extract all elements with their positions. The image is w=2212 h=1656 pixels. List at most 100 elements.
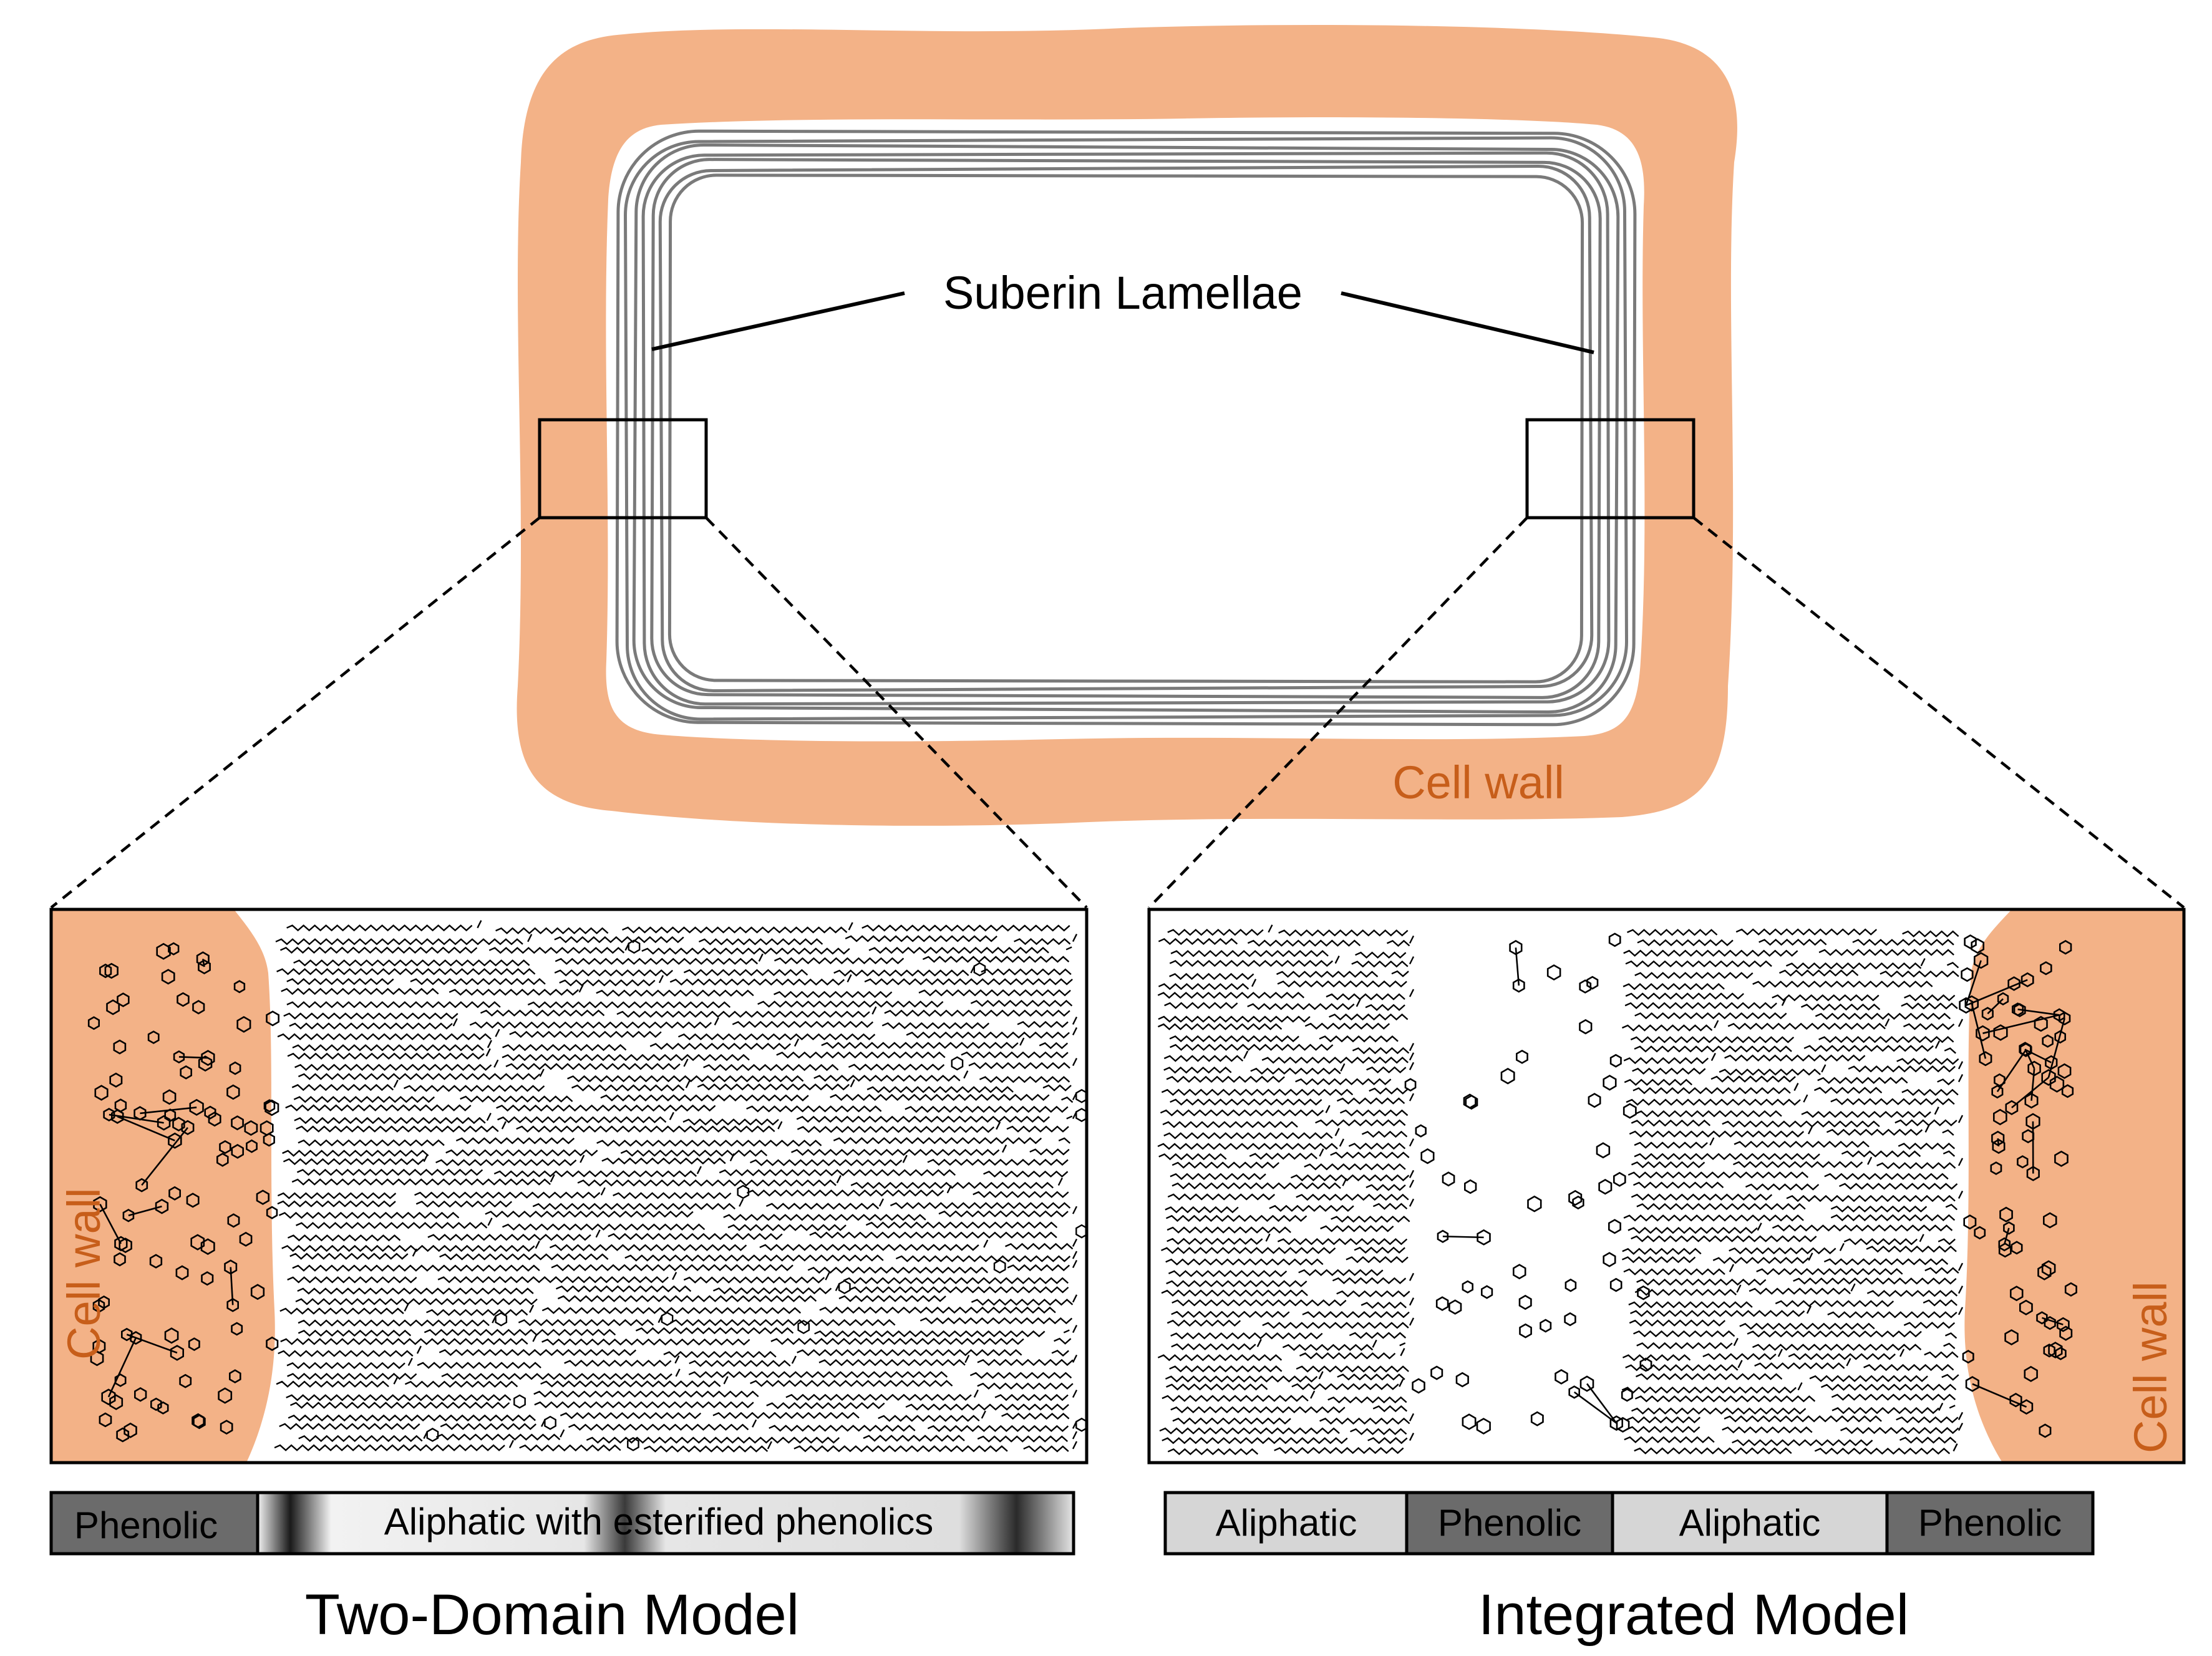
phenolic-ring (263, 1133, 275, 1147)
aliphatic-chain (1006, 1125, 1069, 1133)
esterified-phenolic-ring (544, 1415, 556, 1430)
ester-link (1072, 1389, 1078, 1398)
aliphatic-chain (1727, 1022, 1886, 1030)
phenolic-ring (2057, 1317, 2070, 1332)
ester-link (1409, 989, 1415, 997)
phenolic-ring (1477, 1229, 1491, 1246)
phenolic-ring (1965, 1376, 1979, 1392)
phenolic-ring (1603, 1075, 1617, 1091)
aliphatic-chain (1632, 1067, 1706, 1075)
ester-link (1409, 1179, 1415, 1188)
aliphatic-chain (276, 1380, 389, 1388)
phenolic-ring (177, 992, 190, 1007)
phenolic-ring (200, 1238, 215, 1256)
aliphatic-chain (895, 1255, 1071, 1262)
ester-link (1072, 1325, 1078, 1334)
phenolic-ring (239, 1231, 253, 1247)
ester-link (1806, 1305, 1812, 1314)
aliphatic-chain (1876, 1162, 1956, 1169)
aliphatic-chain (1320, 1225, 1394, 1232)
aliphatic-chain (1167, 1226, 1291, 1234)
phenolic-ring (1603, 1252, 1616, 1267)
phenolic-ring (2037, 1264, 2052, 1281)
phenolic-ring (99, 963, 112, 979)
phenolic-bond (230, 1267, 234, 1305)
phenolic-ring (1568, 1385, 1580, 1399)
ester-link (477, 920, 482, 929)
aliphatic-chain (1734, 1141, 1870, 1148)
aliphatic-chain (1163, 1055, 1244, 1062)
aliphatic-chain (1372, 1405, 1408, 1413)
aliphatic-chain (1350, 1428, 1407, 1435)
aliphatic-chain (1277, 1238, 1408, 1246)
aliphatic-chain (296, 1168, 483, 1176)
aliphatic-chain (279, 1307, 404, 1315)
aliphatic-chain (1157, 1023, 1283, 1030)
phenolic-bond (1442, 1235, 1484, 1239)
ester-link (1243, 1050, 1249, 1059)
aliphatic-chain (746, 1189, 944, 1197)
phenolic-ring (2054, 1150, 2069, 1167)
aliphatic-chain (776, 1051, 946, 1059)
phenolic-ring (175, 1265, 189, 1281)
aliphatic-chain (274, 1444, 505, 1451)
aliphatic-chain (890, 1202, 1071, 1209)
aliphatic-chain (1007, 1264, 1070, 1272)
aliphatic-chain (969, 1372, 1072, 1379)
zoom-box-left (538, 418, 708, 520)
phenolic-ring (1516, 1050, 1528, 1064)
phenolic-bond (99, 1204, 122, 1244)
aliphatic-chain (1793, 1277, 1957, 1285)
aliphatic-chain (496, 1104, 716, 1112)
ester-link (669, 1111, 674, 1120)
esterified-phenolic-ring (1075, 1417, 1087, 1432)
aliphatic-chain (1903, 1322, 1956, 1329)
aliphatic-chain (769, 1425, 916, 1432)
aliphatic-chain (1634, 1447, 1792, 1455)
phenolic-bond (2030, 1068, 2035, 1101)
aliphatic-chain (1372, 1203, 1408, 1210)
aliphatic-chain (1722, 1120, 1880, 1128)
two-domain-bar-phenolic-label: Phenolic (74, 1504, 218, 1546)
ester-link (1957, 1190, 1964, 1199)
aliphatic-chain (1169, 1035, 1299, 1043)
ester-link (1409, 1042, 1415, 1052)
ester-link (1072, 1431, 1078, 1440)
phenolic-ring (2024, 1092, 2039, 1109)
integrated-bar: Aliphatic Phenolic Aliphatic Phenolic (1163, 1491, 2095, 1556)
aliphatic-chain (435, 1433, 561, 1441)
phenolic-ring (189, 1098, 204, 1116)
aliphatic-chain (938, 1210, 1069, 1218)
aliphatic-chain (1296, 1193, 1409, 1201)
phenolic-ring (2024, 1365, 2038, 1382)
aliphatic-chain (833, 969, 969, 977)
aliphatic-chain (600, 1094, 809, 1102)
aliphatic-chain (1170, 1173, 1266, 1180)
aliphatic-chain (449, 989, 580, 996)
aliphatic-chain (278, 1211, 460, 1219)
esterified-phenolic-ring (627, 1436, 639, 1451)
cell-interior (606, 117, 1645, 742)
integrated-panel: Cell wall (1147, 908, 2186, 1465)
aliphatic-chain (1631, 1193, 1773, 1201)
phenolic-ring (101, 1388, 116, 1405)
aliphatic-chain (1710, 1075, 1796, 1083)
ester-link (658, 975, 664, 984)
aliphatic-chain (1635, 1110, 1782, 1118)
aliphatic-chain (1625, 1364, 1739, 1372)
aliphatic-chain (1296, 1365, 1409, 1373)
phenolic-ring (1609, 1277, 1623, 1292)
ester-link (1938, 1402, 1944, 1411)
aliphatic-chain (1630, 1036, 1795, 1043)
aliphatic-chain (905, 1403, 1069, 1411)
aliphatic-chain (1329, 1013, 1409, 1021)
aliphatic-chain (677, 1033, 876, 1040)
aliphatic-chain (1304, 1022, 1390, 1030)
aliphatic-chain (1158, 1015, 1311, 1023)
phenolic-ring (1974, 952, 1989, 969)
phenolic-ring (2017, 1155, 2029, 1169)
aliphatic-chain (286, 1362, 405, 1369)
phenolic-ring (114, 1252, 126, 1267)
aliphatic-chain (649, 1042, 791, 1050)
